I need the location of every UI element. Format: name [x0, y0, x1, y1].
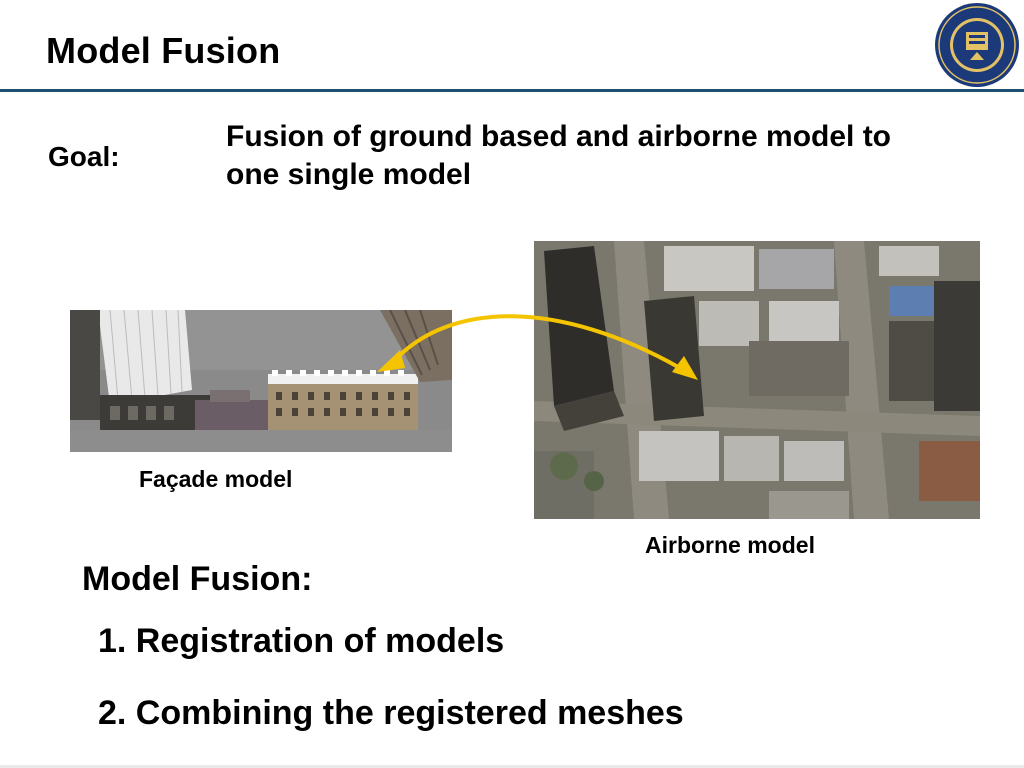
- goal-label: Goal:: [48, 141, 120, 172]
- step-item: 1. Registration of models: [98, 622, 505, 660]
- section-heading: Model Fusion:: [82, 560, 313, 598]
- footer-divider: [0, 765, 1024, 768]
- airborne-caption: Airborne model: [645, 532, 815, 558]
- header-rule: [0, 89, 1024, 92]
- university-seal-icon: [935, 3, 1019, 87]
- facade-caption: Façade model: [139, 466, 293, 492]
- step-item: 2. Combining the registered meshes: [98, 694, 684, 732]
- facade-model-image: [70, 310, 452, 452]
- goal-text: Fusion of ground based and airborne mode…: [226, 120, 892, 191]
- slide-title: Model Fusion: [46, 30, 281, 71]
- airborne-model-image: [534, 241, 980, 519]
